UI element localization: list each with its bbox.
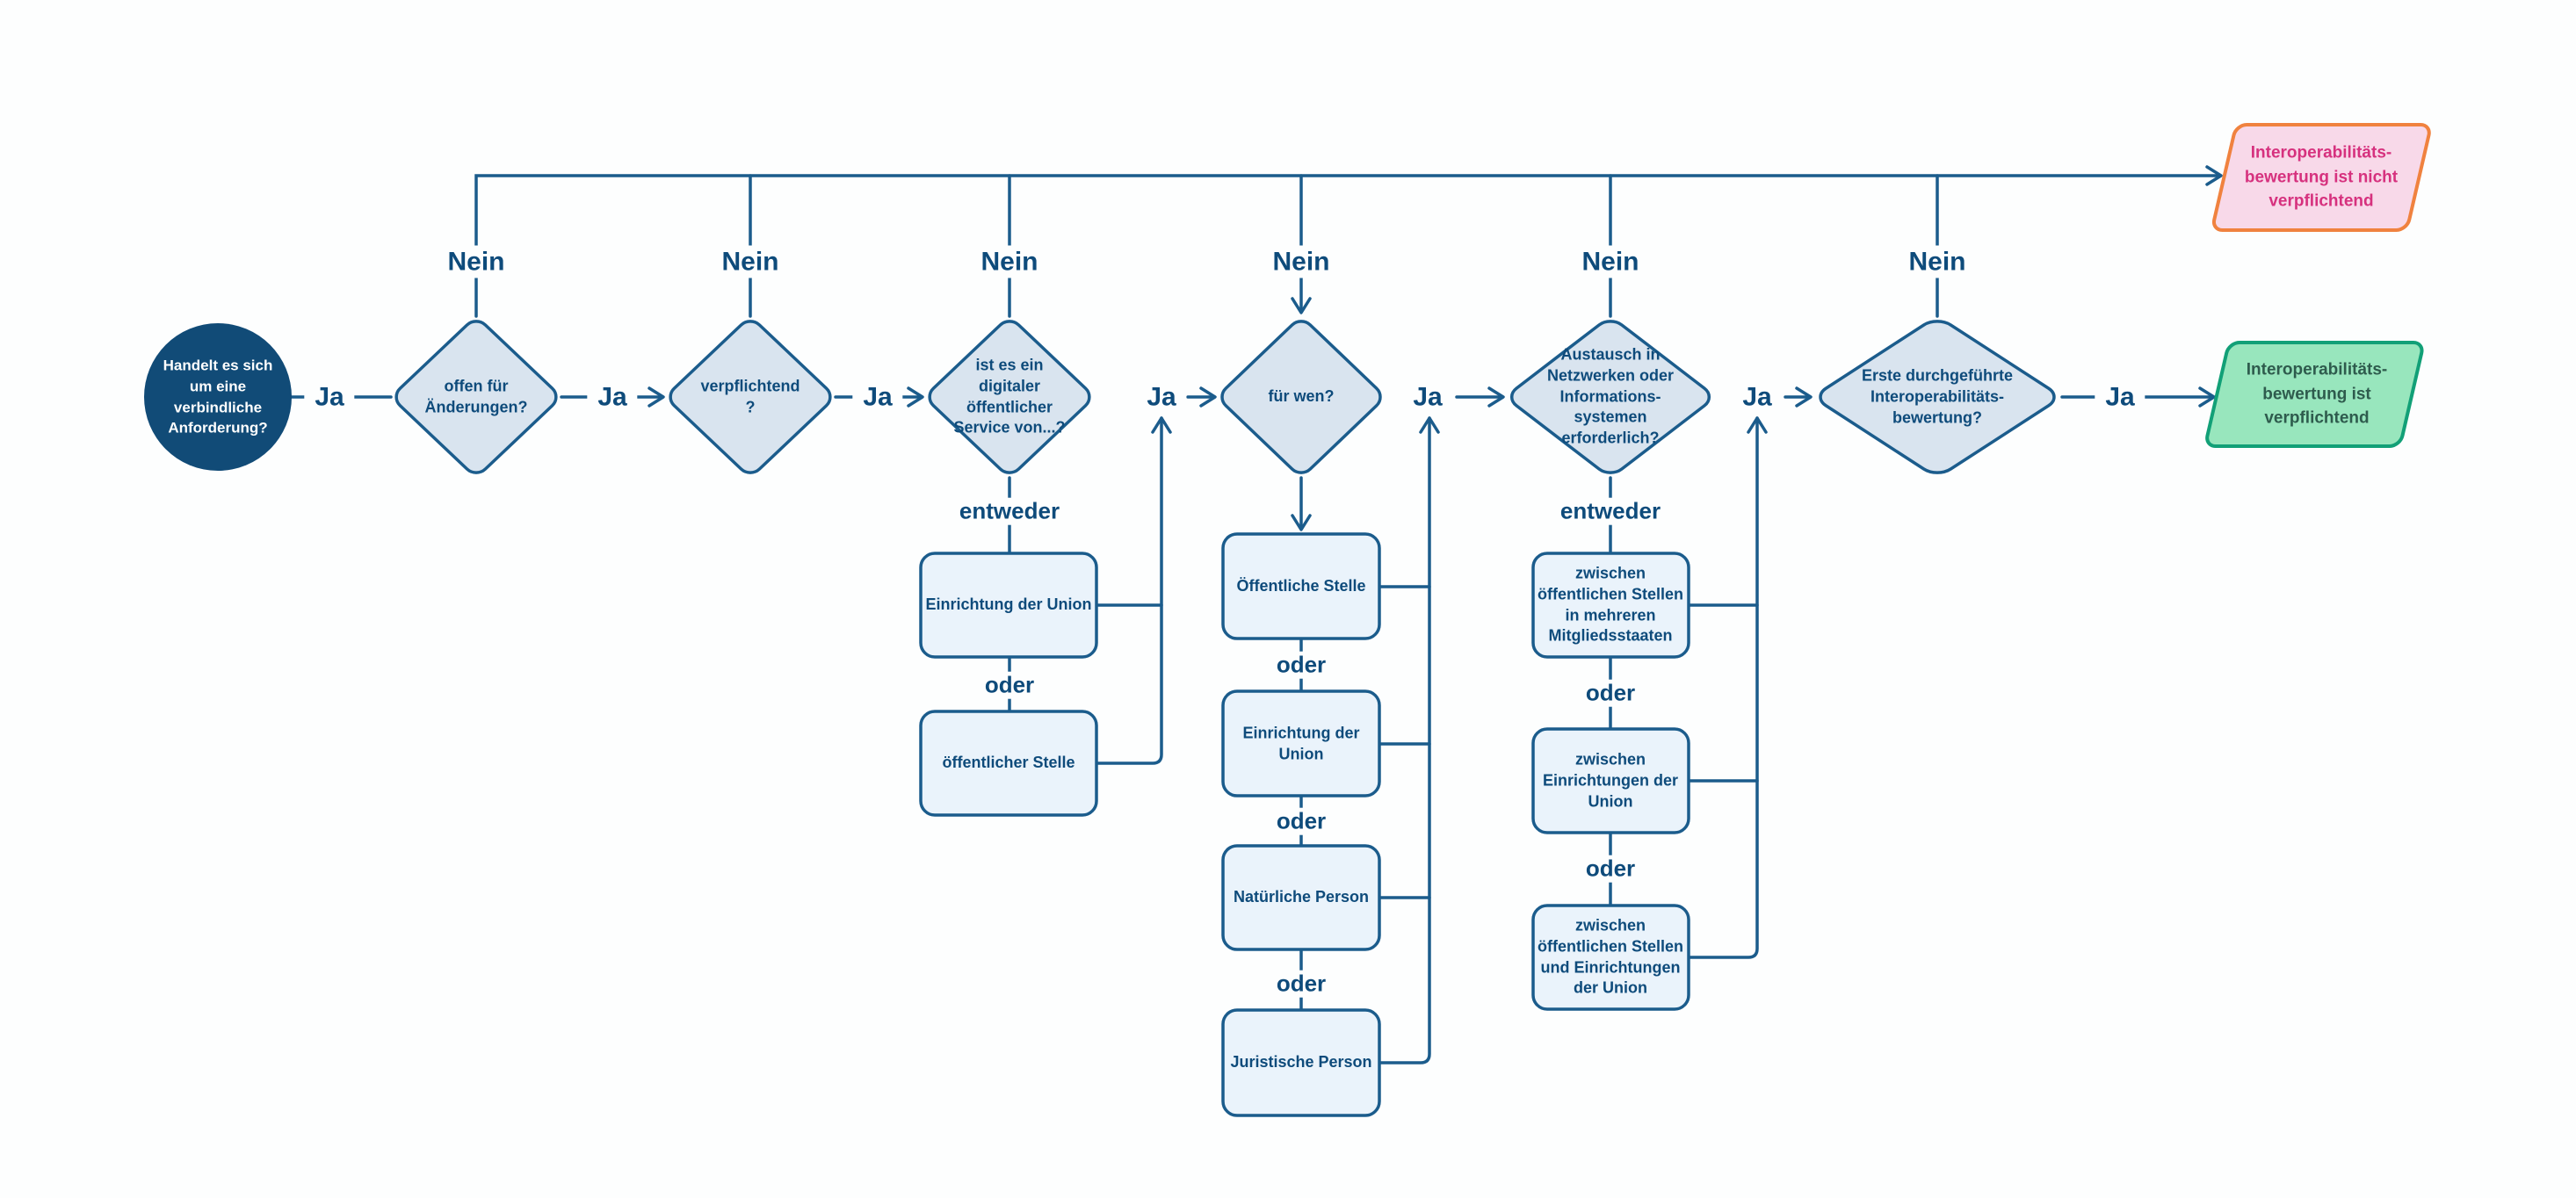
entweder-label-2: entweder <box>1551 497 1670 525</box>
arrow-into-d4-icon <box>1199 386 1217 408</box>
ja-label-3: Ja <box>852 380 903 414</box>
arrow-into-d5-icon <box>1487 386 1505 408</box>
decision-2-label: verpflichtend ? <box>700 377 800 415</box>
decision-diamond-shape-4 <box>1217 316 1386 478</box>
outcome-shape-negative <box>2212 125 2432 230</box>
decision-5-label: Austausch in Netzwerken oder Information… <box>1546 345 1675 447</box>
option-box-shape-austausch-3 <box>1531 904 1690 1011</box>
oder-label-3: oder <box>1267 807 1335 835</box>
option-box-shape-austausch-2 <box>1531 727 1690 834</box>
ja-label-4: Ja <box>1136 380 1187 414</box>
outcome-shape-positive <box>2205 343 2424 446</box>
decision-diamond-shape-3 <box>924 316 1095 478</box>
oder-label-6: oder <box>1576 855 1645 883</box>
arrow-down-into-d4-icon <box>1291 297 1312 314</box>
oder-label-4: oder <box>1267 970 1335 998</box>
option-service-1-label: Einrichtung der Union <box>925 595 1092 614</box>
option-wen-3-label: Natürliche Person <box>1233 888 1370 906</box>
option-service-2-label: öffentlicher Stelle <box>942 754 1075 772</box>
d5-option-riser <box>1687 416 1759 959</box>
decision-diamond-shape-2 <box>665 316 836 478</box>
option-box-shape-austausch-1 <box>1531 552 1690 659</box>
d4-option-riser <box>1378 416 1431 1064</box>
decision-diamond-shape-6 <box>1813 316 2062 478</box>
entweder-label-1: entweder <box>950 497 1069 525</box>
option-box-shape-wen-3 <box>1221 844 1381 951</box>
arrow-into-d6-icon <box>1795 386 1813 408</box>
outcome-negative-label: Interoperabilitäts- bewertung ist nicht … <box>2244 143 2399 211</box>
option-austausch-2-label: zwischen Einrichtungen der Union <box>1542 750 1679 810</box>
d3-option-riser <box>1095 416 1163 765</box>
option-box-shape-wen-1 <box>1221 532 1381 640</box>
nein-label-5: Nein <box>1571 245 1650 278</box>
ja-label-2: Ja <box>587 380 638 414</box>
decision-diamond-shape-5 <box>1505 316 1716 478</box>
decision-4-label: für wen? <box>1268 387 1335 406</box>
start-circle-shape <box>144 323 292 471</box>
option-box-shape-service-2 <box>919 710 1098 817</box>
oder-label-1: oder <box>975 671 1044 699</box>
ja-label-6: Ja <box>1732 380 1783 414</box>
decision-1-label: offen für Änderungen? <box>424 377 528 415</box>
option-box-shape-wen-2 <box>1221 689 1381 797</box>
ja-label-5: Ja <box>1402 380 1453 414</box>
oder-label-2: oder <box>1267 651 1335 679</box>
option-wen-2-label: Einrichtung der Union <box>1242 724 1360 762</box>
option-austausch-3-label: zwischen öffentlichen Stellen und Einric… <box>1537 916 1684 997</box>
arrow-up-riser-5-icon <box>1747 416 1768 434</box>
outcome-positive-label: Interoperabilitäts- bewertung ist verpfl… <box>2246 360 2388 428</box>
decision-6-label: Erste durchgeführte Interoperabilitäts- … <box>1861 366 2014 426</box>
option-austausch-1-label: zwischen öffentlichen Stellen in mehrere… <box>1537 564 1684 645</box>
arrow-up-riser-4-icon <box>1419 416 1440 434</box>
arrow-into-negative-icon <box>2205 165 2223 186</box>
ja-label-7: Ja <box>2095 380 2145 414</box>
nein-label-4: Nein <box>1262 245 1341 278</box>
option-box-shape-service-1 <box>919 552 1098 659</box>
arrow-into-positive-icon <box>2198 386 2216 408</box>
ja-label-1: Ja <box>304 380 355 414</box>
arrow-up-riser-3-icon <box>1151 416 1172 434</box>
nein-label-6: Nein <box>1898 245 1977 278</box>
option-box-shape-wen-4 <box>1221 1008 1381 1117</box>
nein-label-3: Nein <box>970 245 1049 278</box>
option-wen-4-label: Juristische Person <box>1230 1053 1372 1072</box>
nein-label-1: Nein <box>437 245 516 278</box>
nein-label-2: Nein <box>711 245 790 278</box>
arrow-into-d3-icon <box>907 386 924 408</box>
arrowheads <box>648 165 2223 531</box>
start-node-label: Handelt es sich um eine verbindliche Anf… <box>163 357 273 437</box>
arrow-down-into-d4-option1-icon <box>1291 514 1312 531</box>
oder-label-5: oder <box>1576 679 1645 707</box>
node-shapes <box>144 125 2432 1117</box>
decision-diamond-shape-1 <box>391 316 561 478</box>
option-wen-1-label: Öffentliche Stelle <box>1236 577 1366 595</box>
decision-3-label: ist es ein digitaler öffentlicher Servic… <box>953 356 1066 437</box>
arrow-into-d2-icon <box>648 386 665 408</box>
